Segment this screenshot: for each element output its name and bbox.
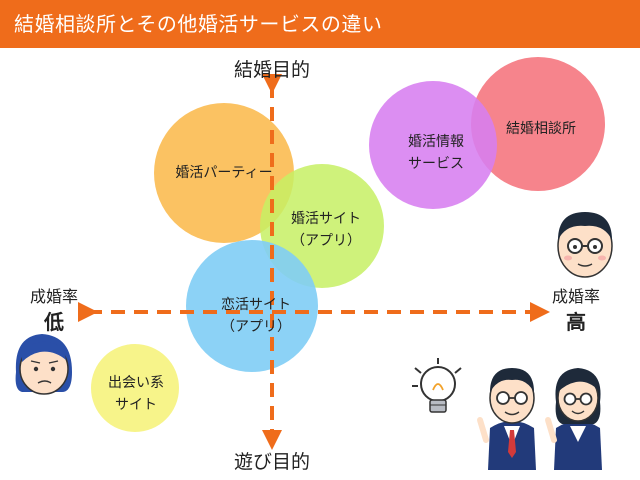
axis-label-right-line2: 高 [566, 310, 586, 334]
page-title: 結婚相談所とその他婚活サービスの違い [14, 10, 382, 38]
positioning-map: 結婚目的 遊び目的 成婚率 低 成婚率 高 結婚相談所 婚活情報 サービス 婚活… [0, 48, 640, 480]
axis-label-left-line2: 低 [43, 310, 64, 334]
man-with-glasses-icon [558, 212, 612, 277]
bubble-label-marriage-agency: 結婚相談所 [506, 121, 576, 137]
bubble-label-konkatsu-site-2: （アプリ） [291, 233, 361, 249]
bubble-label-deai-site-2: サイト [115, 397, 157, 413]
bubble-label-info-service-1: 婚活情報 [408, 134, 464, 150]
bubble-label-deai-site-1: 出会い系 [108, 375, 164, 391]
bubble-label-info-service-2: サービス [408, 156, 464, 172]
axis-label-bottom: 遊び目的 [234, 451, 310, 473]
bubble-label-renkatsu-site-2: （アプリ） [221, 319, 291, 335]
title-bar: 結婚相談所とその他婚活サービスの違い [0, 0, 640, 48]
bubble-label-renkatsu-site-1: 恋活サイト [221, 296, 291, 313]
lightbulb-icon [412, 358, 461, 412]
worried-woman-icon [16, 334, 72, 394]
axis-label-right-line1: 成婚率 [552, 287, 600, 306]
business-consultants-icon [480, 368, 602, 470]
bubble-label-party: 婚活パーティー [175, 165, 272, 181]
bubble-label-konkatsu-site-1: 婚活サイト [291, 211, 361, 227]
axis-label-left-line1: 成婚率 [30, 287, 78, 306]
axis-label-top: 結婚目的 [234, 59, 310, 81]
